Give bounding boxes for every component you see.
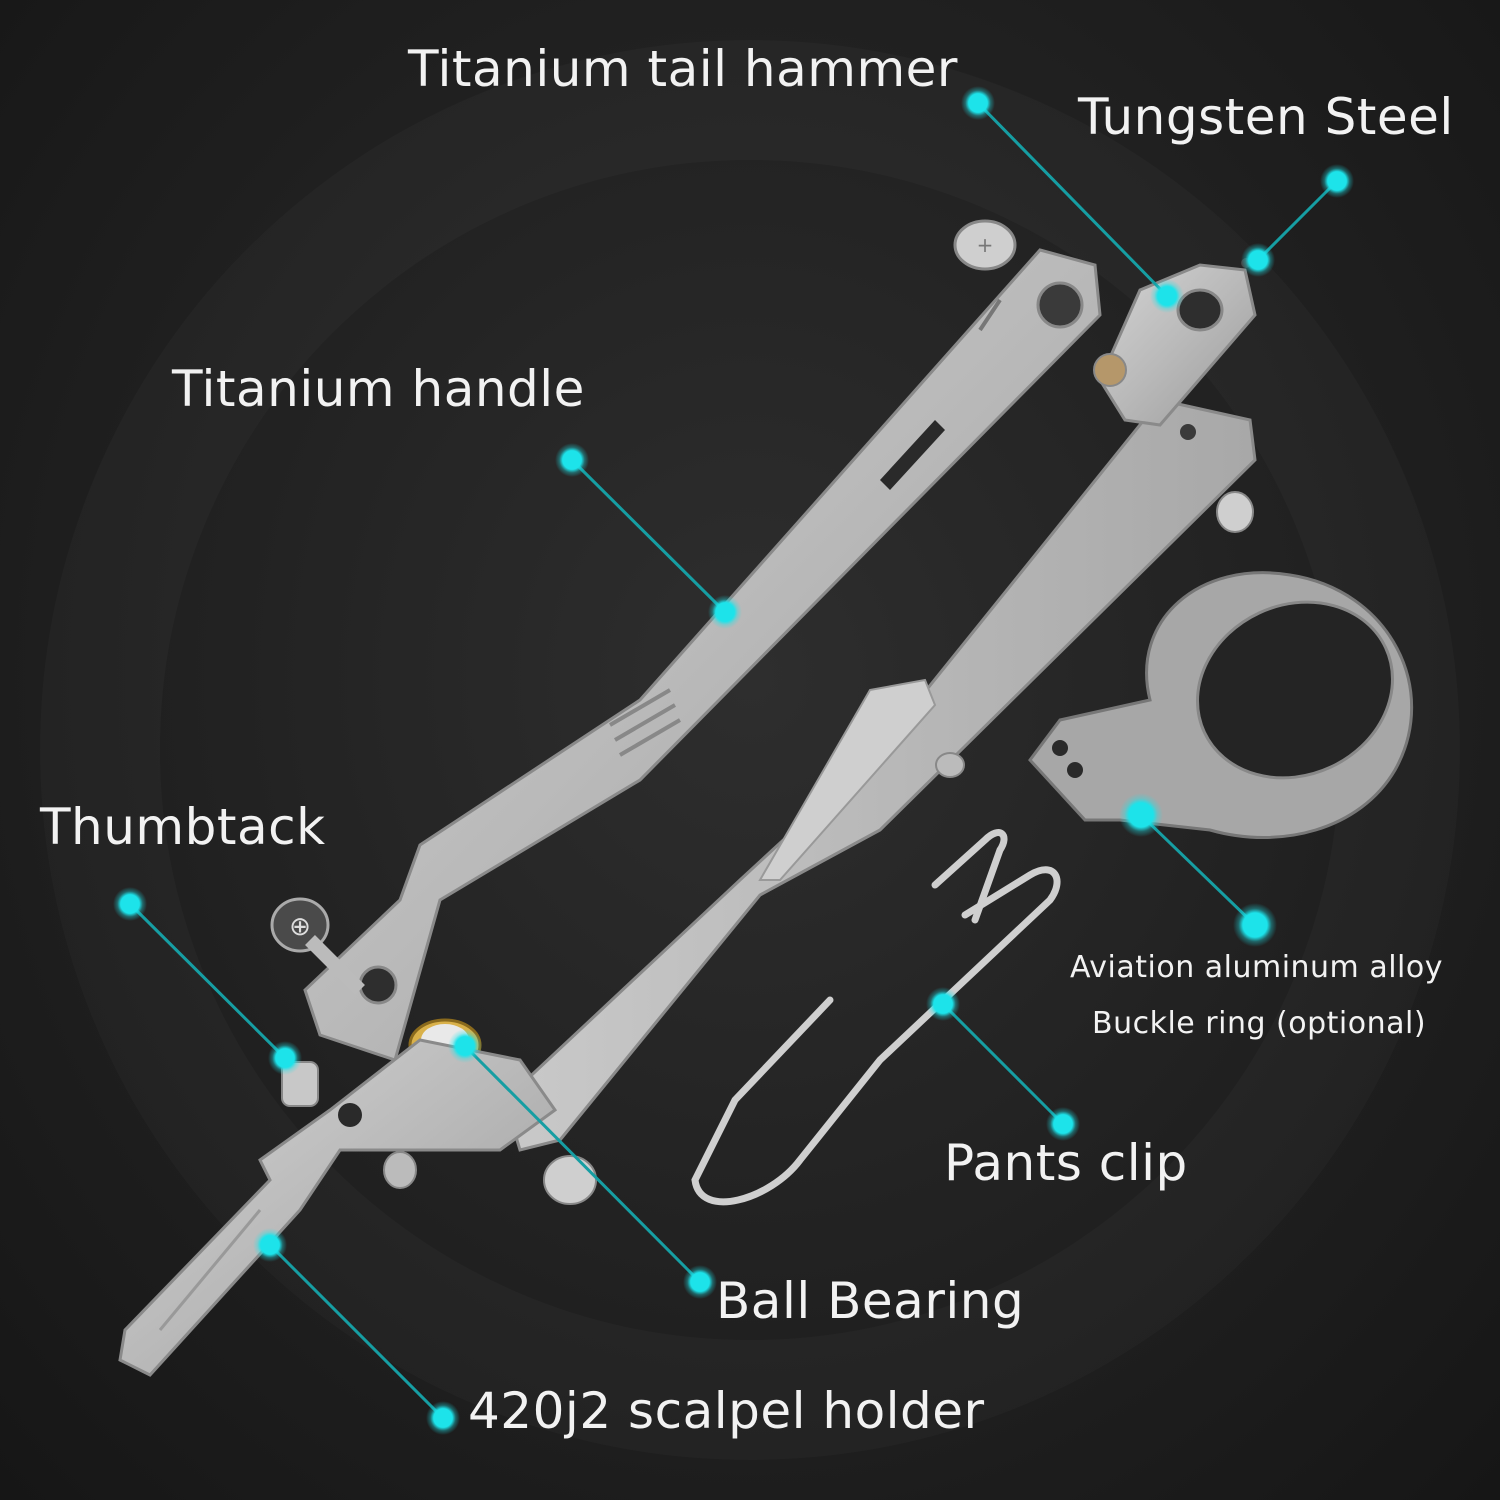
svg-text:+: +: [977, 233, 994, 257]
callout-dots: [113, 86, 1354, 1435]
svg-text:⊕: ⊕: [289, 912, 311, 942]
label-buckle-ring-optional: Buckle ring (optional): [1092, 1006, 1427, 1041]
pants-clip-part: [691, 829, 1061, 1206]
label-tungsten-steel: Tungsten Steel: [1078, 88, 1454, 146]
tail-hammer-part: [1093, 258, 1257, 427]
titanium-handle-part: [303, 248, 1102, 1062]
callout-lines: [128, 101, 1339, 1420]
label-titanium-handle: Titanium handle: [172, 360, 585, 418]
screws: +: [383, 219, 1254, 1205]
scalpel-holder-part: [118, 1038, 558, 1377]
buckle-ring-part: [1028, 571, 1413, 839]
label-pants-clip: Pants clip: [944, 1134, 1188, 1192]
label-thumbtack: Thumbtack: [40, 798, 326, 856]
label-scalpel-holder: 420j2 scalpel holder: [468, 1382, 985, 1440]
label-titanium-tail-hammer: Titanium tail hammer: [408, 40, 958, 98]
label-ball-bearing: Ball Bearing: [716, 1272, 1025, 1330]
thumbtack-part: ⊕: [270, 897, 365, 1107]
label-aviation-aluminum-alloy: Aviation aluminum alloy: [1070, 950, 1443, 985]
